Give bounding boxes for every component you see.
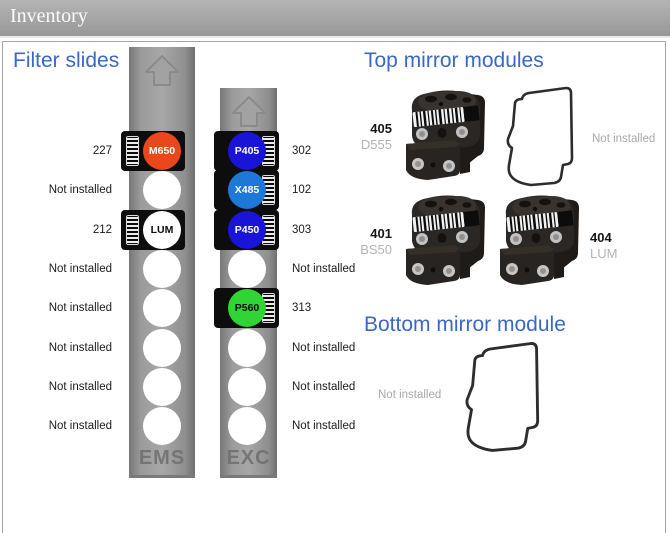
mirror-module-404-image (492, 191, 584, 287)
up-arrow-icon (229, 94, 269, 133)
filter-holder-lum: LUM (121, 209, 185, 250)
slot-label: Not installed (292, 262, 356, 275)
slot-label: 227 (92, 145, 112, 157)
module-position: 404 (590, 230, 612, 245)
filter-p405: P405 (228, 132, 266, 170)
mirror-module-401-image (398, 191, 490, 287)
barcode-icon (262, 136, 275, 166)
empty-filter-slot (143, 171, 181, 210)
barcode-icon (126, 214, 139, 245)
filter-holder-x485: X485 (214, 170, 279, 211)
slot-label: Not installed (292, 420, 356, 433)
mirror-module-405-image (398, 86, 490, 182)
top-module-empty-status: Not installed (592, 133, 656, 145)
module-position: 401 (370, 226, 392, 241)
slide-name-label: EMS (138, 447, 186, 469)
module-label-405: 405 D555 (316, 121, 392, 153)
module-name: BS50 (360, 242, 392, 257)
module-position: 405 (370, 121, 392, 136)
slot-label: 313 (292, 302, 312, 315)
empty-module-outline-bottom (455, 337, 552, 463)
empty-filter-slot (228, 407, 266, 446)
filter-holder-p405: P405 (214, 131, 279, 171)
top-mirror-heading: Top mirror modules (364, 49, 544, 72)
up-arrow-icon (142, 53, 182, 92)
barcode-icon (262, 293, 275, 324)
empty-filter-slot (143, 328, 181, 367)
slot-label: Not installed (48, 341, 112, 354)
empty-filter-slot (143, 249, 181, 288)
slot-label: Not installed (48, 302, 112, 315)
empty-filter-slot (228, 328, 266, 367)
slot-label: 302 (292, 145, 312, 157)
module-name: LUM (590, 246, 618, 261)
barcode-icon (262, 175, 275, 206)
bottom-module-empty-status: Not installed (378, 389, 442, 401)
slot-label: Not installed (48, 380, 112, 393)
filter-holder-m650: M650 (121, 131, 185, 171)
slot-label: Not installed (48, 420, 112, 433)
module-name: D555 (360, 137, 392, 152)
slot-label: Not installed (48, 184, 112, 197)
empty-filter-slot (143, 407, 181, 446)
filter-lum: LUM (143, 210, 181, 249)
bottom-mirror-heading: Bottom mirror module (364, 313, 566, 336)
module-label-404: 404 LUM (590, 230, 666, 262)
filter-p450: P450 (228, 210, 266, 249)
title-bar: Inventory (0, 0, 670, 38)
barcode-icon (262, 214, 275, 245)
empty-filter-slot (143, 289, 181, 328)
slot-label: 212 (92, 223, 112, 236)
filter-holder-p560: P560 (214, 288, 279, 329)
empty-filter-slot (228, 249, 266, 288)
slot-label: Not installed (292, 341, 356, 354)
slide-name-label: EXC (226, 447, 271, 469)
slot-label: Not installed (48, 262, 112, 275)
barcode-icon (126, 136, 139, 166)
slot-label: 102 (292, 184, 312, 197)
empty-filter-slot (143, 367, 181, 406)
slot-label: Not installed (292, 380, 356, 393)
slot-label: 303 (292, 223, 312, 236)
filter-holder-p450: P450 (214, 209, 279, 250)
filter-p560: P560 (228, 289, 266, 328)
empty-module-outline-top (497, 85, 585, 194)
filter-x485: X485 (228, 171, 266, 210)
window-title: Inventory (10, 5, 88, 27)
empty-filter-slot (228, 367, 266, 406)
filter-m650: M650 (143, 132, 181, 170)
module-label-401: 401 BS50 (316, 226, 392, 258)
filter-slides-heading: Filter slides (13, 49, 120, 72)
